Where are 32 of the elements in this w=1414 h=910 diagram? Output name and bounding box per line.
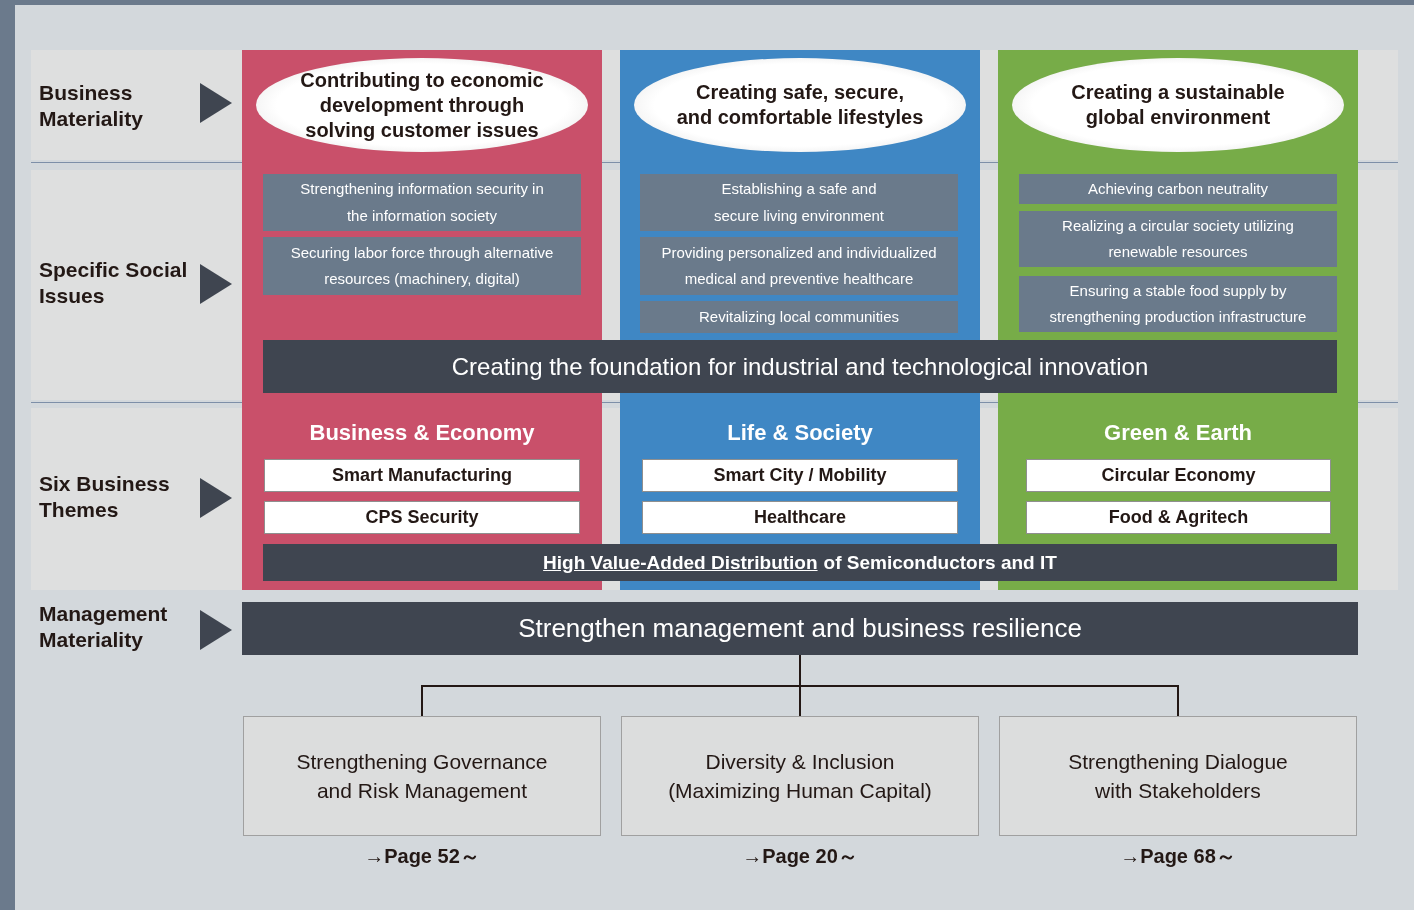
row-label: Business Materiality xyxy=(39,80,144,132)
management-bar: Strengthen management and business resilience xyxy=(242,602,1358,655)
materiality-ellipse: Creating safe, secure, and comfortable lifestyles xyxy=(634,58,966,152)
underlined-text: High Value-Added Distribution xyxy=(543,551,818,574)
issue-box: Establishing a safe and secure living environment xyxy=(640,174,958,231)
theme-box: CPS Security xyxy=(264,501,580,534)
row-label: Six Business Themes xyxy=(39,471,171,523)
materiality-ellipse: Creating a sustainable global environment xyxy=(1012,58,1344,152)
issue-box: Realizing a circular society utilizing renewable resources xyxy=(1019,211,1337,267)
theme-box: Circular Economy xyxy=(1026,459,1331,492)
column-heading: Life & Society xyxy=(726,420,874,446)
theme-box: Food & Agritech xyxy=(1026,501,1331,534)
issue-box: Revitalizing local communities xyxy=(640,301,958,333)
column-heading: Green & Earth xyxy=(1103,420,1253,446)
issue-box: Ensuring a stable food supply by strengthening production infrastructure xyxy=(1019,276,1337,332)
foundation-bar: Creating the foundation for industrial and technological innovation xyxy=(263,340,1337,393)
issue-box: Securing labor force through alternative resources (machinery, digital) xyxy=(263,237,581,295)
row-label: Specific Social Issues xyxy=(39,257,189,309)
page-reference: →Page 20～ xyxy=(741,844,859,869)
distribution-bar xyxy=(263,544,1337,581)
materiality-ellipse: Contributing to economic development through solving customer issues xyxy=(256,58,588,152)
issue-box: Providing personalized and individualized medical and preventive healthcare xyxy=(640,237,958,295)
issue-box: Strengthening information security in the information society xyxy=(263,174,581,231)
row-label: Management Materiality xyxy=(39,601,169,653)
theme-box: Smart City / Mobility xyxy=(642,459,958,492)
bar-text: of Semiconductors and IT xyxy=(823,551,1057,574)
theme-box: Healthcare xyxy=(642,501,958,534)
page-reference: →Page 52～ xyxy=(363,844,481,869)
page-reference: →Page 68～ xyxy=(1119,844,1237,869)
theme-box: Smart Manufacturing xyxy=(264,459,580,492)
column-heading: Business & Economy xyxy=(308,420,536,446)
issue-box: Achieving carbon neutrality xyxy=(1019,174,1337,204)
